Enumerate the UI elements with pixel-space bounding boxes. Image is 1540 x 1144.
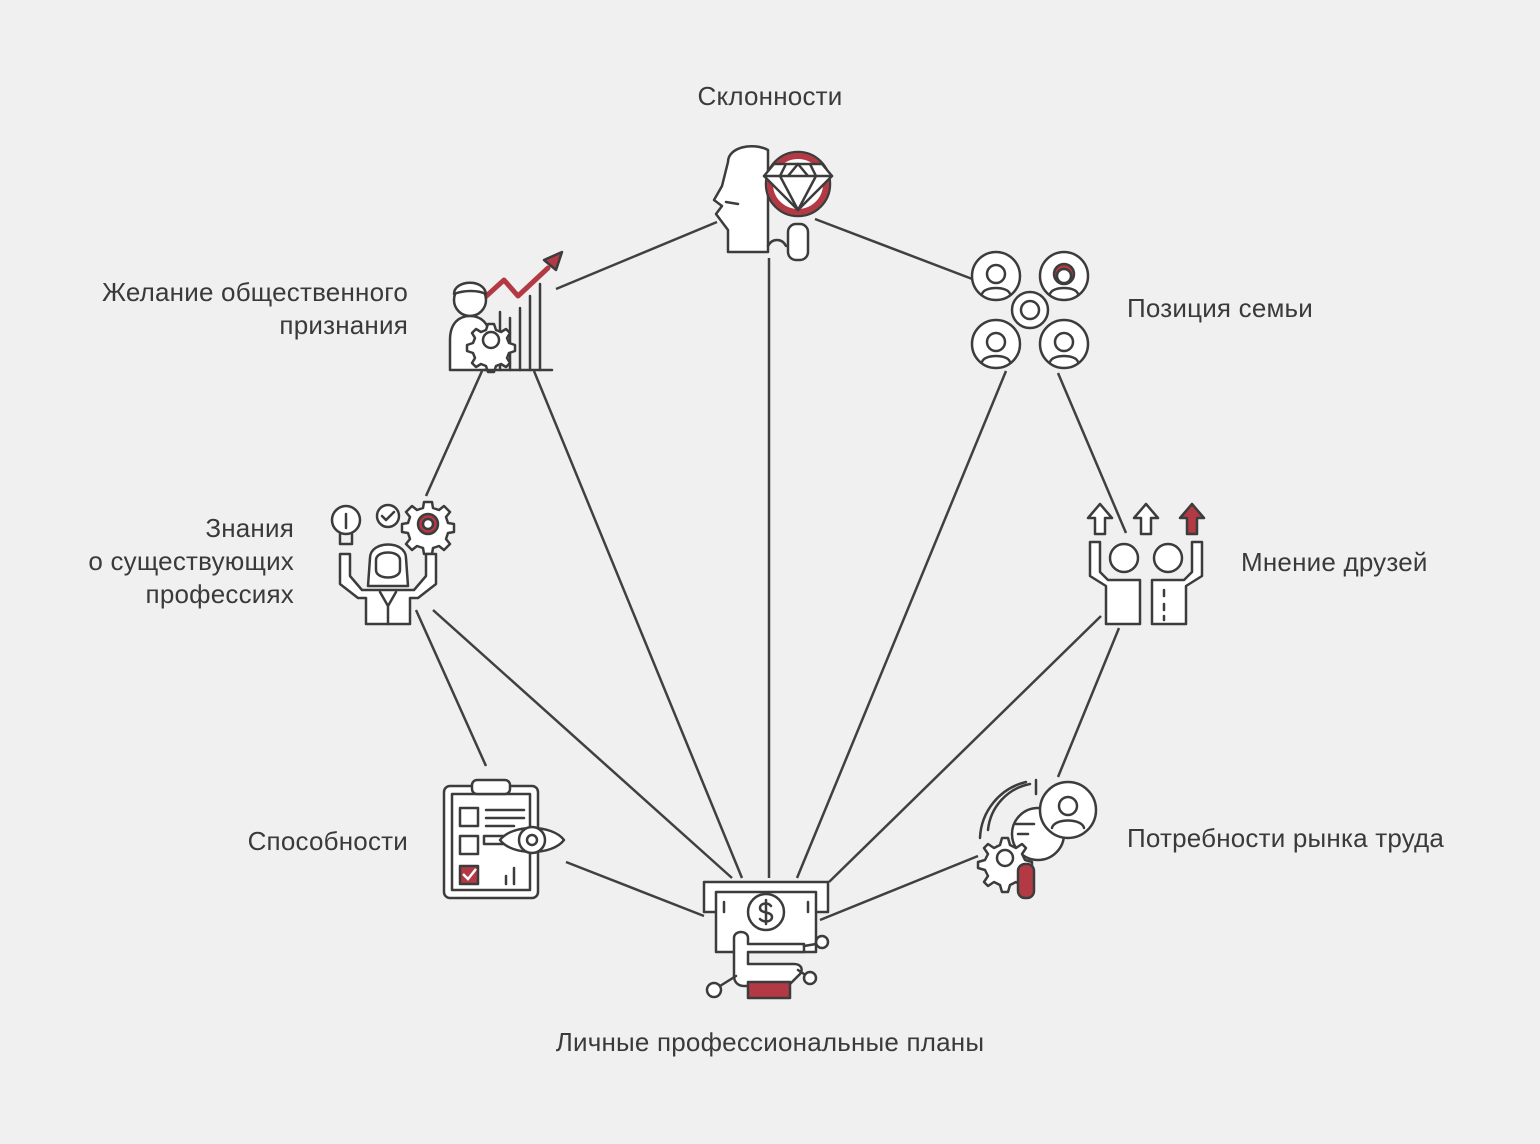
label-line: Желание общественного <box>101 277 408 307</box>
label-abilities: Способности <box>108 825 408 858</box>
label-line: о существующих <box>88 546 294 576</box>
edge-labor-market-personal-plans <box>819 854 979 922</box>
family-circle-icon <box>970 250 1090 370</box>
edge-social-recognition-inclinations <box>555 220 718 291</box>
woman-idea-gear-icon <box>330 500 456 626</box>
market-demand-gear-icon <box>976 778 1098 900</box>
label-friends-opinion: Мнение друзей <box>1241 546 1428 579</box>
edges <box>414 217 1128 922</box>
edge-friends-opinion-labor-market <box>1056 627 1121 778</box>
hand-with-money-icon <box>702 880 830 1000</box>
label-line: Личные профессиональные планы <box>555 1027 985 1057</box>
checklist-eye-icon <box>442 778 566 900</box>
label-inclinations: Склонности <box>620 80 920 113</box>
edge-personal-plans-professions-knowledge <box>432 609 733 879</box>
label-social-recognition: Желание общественного признания <box>8 276 408 342</box>
label-line: Способности <box>247 826 408 856</box>
edge-professions-knowledge-social-recognition <box>424 370 484 497</box>
edge-inclinations-family-position <box>814 217 989 287</box>
edge-personal-plans-friends-opinion <box>828 615 1102 883</box>
edge-abilities-professions-knowledge <box>414 609 488 767</box>
edge-family-position-friends-opinion <box>1056 372 1128 534</box>
label-professions-knowledge: Знания о существующих профессиях <box>0 512 294 611</box>
edge-personal-plans-abilities <box>565 860 705 918</box>
label-line: признания <box>279 310 408 340</box>
edge-personal-plans-family-position <box>795 370 1008 879</box>
label-line: Мнение друзей <box>1241 547 1428 577</box>
edge-personal-plans-social-recognition <box>532 370 744 879</box>
head-with-diamond-magnifier-icon <box>712 145 834 262</box>
label-personal-plans: Личные профессиональные планы <box>470 1026 1070 1059</box>
label-family-position: Позиция семьи <box>1127 292 1313 325</box>
friends-arrows-up-icon <box>1086 502 1206 626</box>
man-growth-chart-icon <box>448 250 564 374</box>
label-labor-market: Потребности рынка труда <box>1127 822 1444 855</box>
label-line: профессиях <box>145 579 294 609</box>
label-line: Знания <box>205 513 294 543</box>
label-line: Склонности <box>697 81 843 111</box>
label-line: Позиция семьи <box>1127 293 1314 323</box>
label-line: Потребности рынка труда <box>1127 823 1445 853</box>
